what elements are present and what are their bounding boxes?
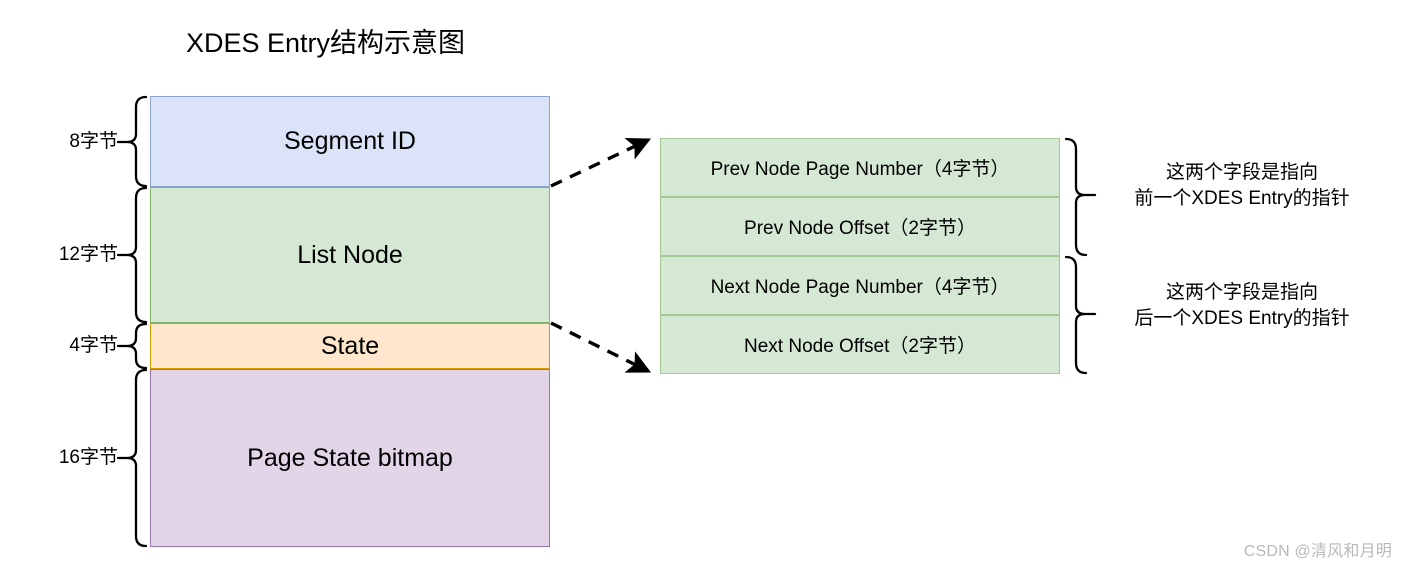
- size-label-list-node: 12字节: [58, 244, 118, 265]
- annotation-prev-pointer: 这两个字段是指向 前一个XDES Entry的指针: [1104, 160, 1380, 212]
- brace-next-pointer-group: [1064, 255, 1088, 375]
- page-title: XDES Entry结构示意图: [186, 28, 466, 58]
- annotation-next-line-1: 这两个字段是指向: [1165, 282, 1318, 303]
- annotation-next-line-2: 后一个XDES Entry的指针: [1134, 308, 1350, 329]
- detail-row: Next Node Page Number（4字节）: [660, 256, 1060, 315]
- size-label-state: 4字节: [69, 335, 118, 356]
- detail-row: Prev Node Offset（2字节）: [660, 197, 1060, 256]
- brace-16-bytes: [125, 368, 148, 548]
- arrow-list-node-to-next-fields: [550, 321, 652, 373]
- detail-row: Next Node Offset（2字节）: [660, 315, 1060, 374]
- connector-arrows: [550, 137, 652, 373]
- watermark: CSDN @清风和月明: [1243, 543, 1392, 560]
- struct-block-list-node: List Node: [150, 187, 550, 323]
- annotation-prev-line-1: 这两个字段是指向: [1165, 162, 1318, 183]
- brace-4-bytes: [125, 322, 148, 370]
- right-group-braces: [1064, 137, 1097, 375]
- left-size-braces: [116, 95, 148, 548]
- size-label-segment-id: 8字节: [69, 131, 118, 152]
- struct-block-state: State: [150, 323, 550, 369]
- brace-12-bytes: [125, 186, 148, 324]
- annotation-prev-line-2: 前一个XDES Entry的指针: [1134, 188, 1350, 209]
- struct-block-page-state-bitmap: Page State bitmap: [150, 369, 550, 547]
- arrow-list-node-to-prev-fields: [550, 137, 652, 188]
- detail-row: Prev Node Page Number（4字节）: [660, 138, 1060, 197]
- size-label-page-state-bitmap: 16字节: [58, 447, 118, 468]
- struct-block-segment-id: Segment ID: [150, 96, 550, 187]
- brace-8-bytes: [125, 95, 148, 188]
- brace-prev-pointer-group: [1064, 137, 1088, 257]
- annotation-next-pointer: 这两个字段是指向 后一个XDES Entry的指针: [1104, 280, 1380, 332]
